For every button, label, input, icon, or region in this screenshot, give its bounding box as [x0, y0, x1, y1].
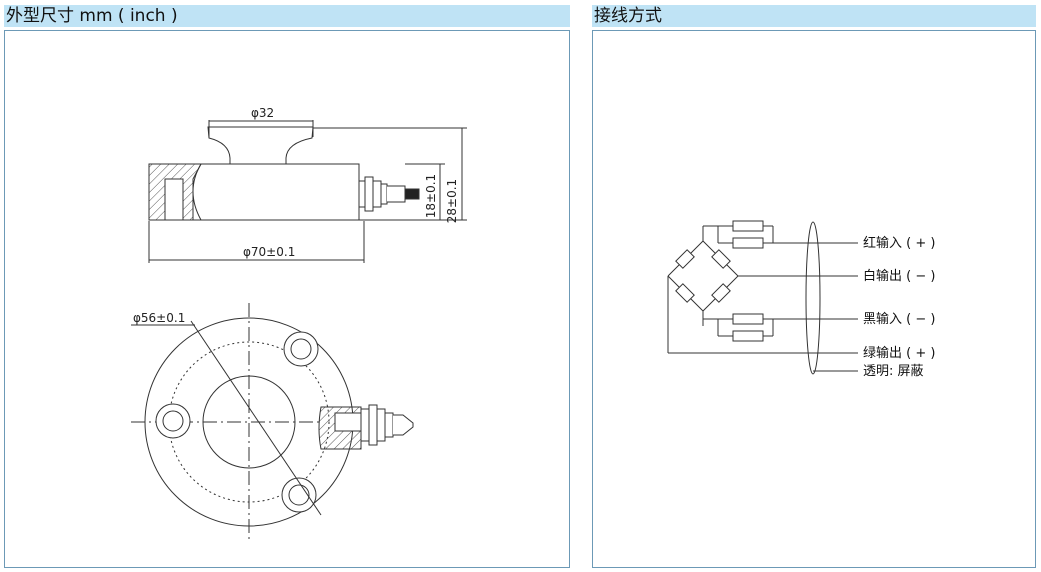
side-view [148, 120, 467, 263]
dim-height-body: 18±0.1 [424, 174, 438, 218]
top-view [131, 303, 414, 541]
dimensions-title: 外型尺寸 mm ( inch ) [4, 5, 570, 27]
dimensions-drawing-area: φ32 φ70±0.1 28±0.1 18±0.1 φ56±0.1 [4, 30, 570, 568]
wiring-title: 接线方式 [592, 5, 1036, 27]
wiring-diagram: 红输入 ( + ) 白输出 ( − ) 黑输入 ( − ) 绿输出 ( + ) … [667, 220, 935, 379]
dimensions-panel: 外型尺寸 mm ( inch ) [4, 5, 570, 568]
wiring-diagram-area: 红输入 ( + ) 白输出 ( − ) 黑输入 ( − ) 绿输出 ( + ) … [592, 30, 1036, 568]
wire-label-black: 黑输入 ( − ) [863, 311, 935, 327]
wire-label-green: 绿输出 ( + ) [863, 345, 935, 361]
dim-bolt-circle: φ56±0.1 [133, 311, 185, 325]
wire-label-red: 红输入 ( + ) [863, 235, 935, 251]
wiring-panel: 接线方式 [592, 5, 1036, 568]
dim-height-total: 28±0.1 [445, 179, 459, 223]
wire-label-shield: 透明: 屏蔽 [863, 364, 924, 379]
dim-base-diameter: φ70±0.1 [243, 245, 295, 259]
wire-label-white: 白输出 ( − ) [863, 268, 935, 284]
dim-top-diameter: φ32 [251, 106, 274, 120]
load-cell-drawing: φ32 φ70±0.1 28±0.1 18±0.1 φ56±0.1 [131, 106, 467, 541]
